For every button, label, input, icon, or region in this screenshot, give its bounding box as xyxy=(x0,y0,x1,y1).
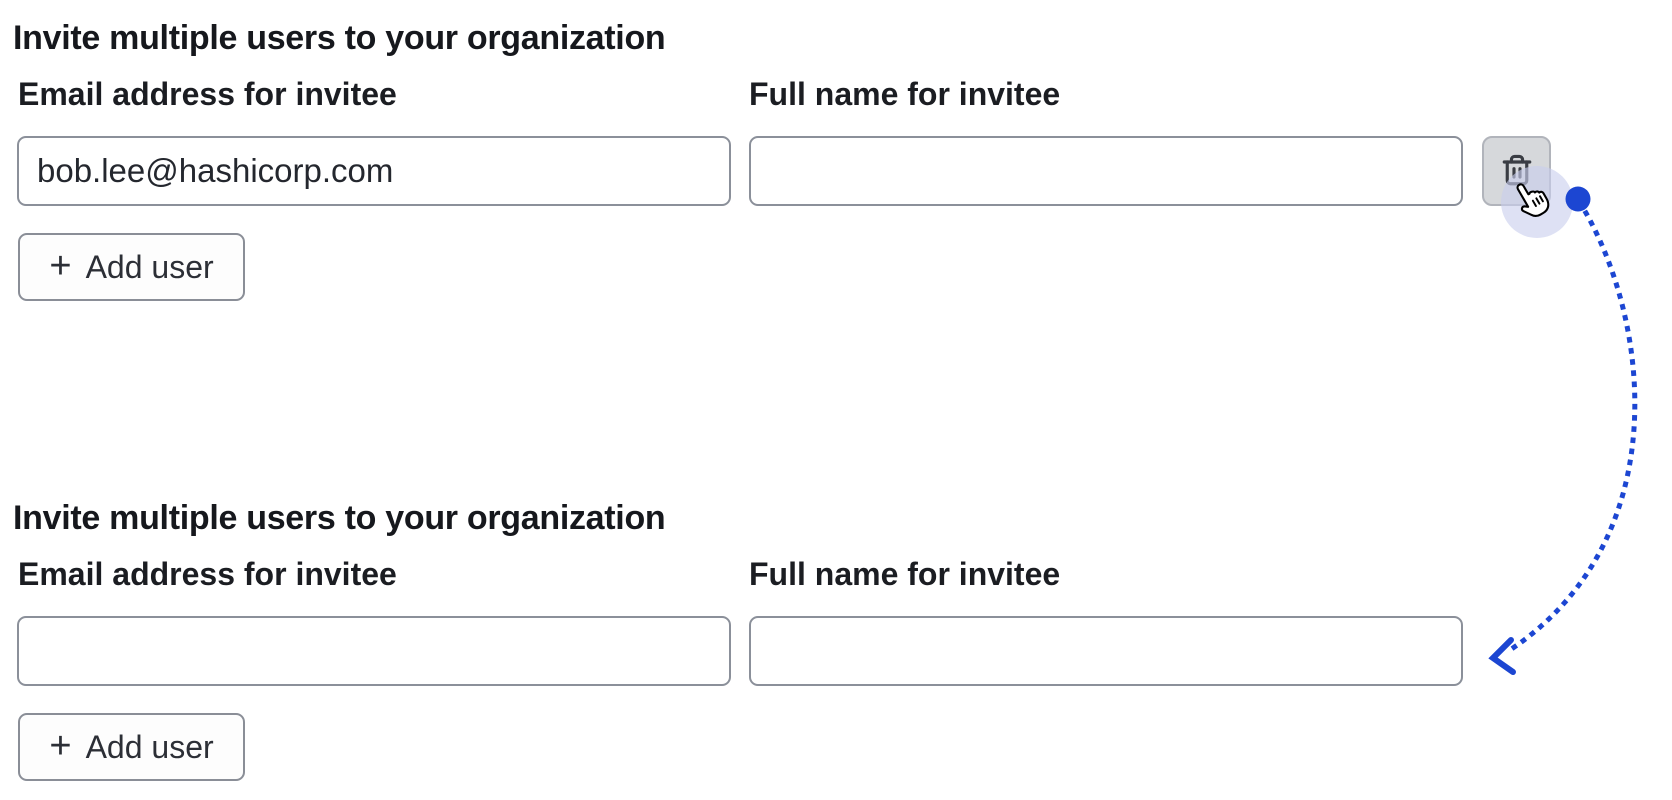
email-label: Email address for invitee xyxy=(18,556,397,592)
plus-icon: + xyxy=(49,244,72,287)
trash-icon xyxy=(1499,152,1535,190)
page-title: Invite multiple users to your organizati… xyxy=(13,19,666,57)
email-field[interactable] xyxy=(17,136,731,206)
add-user-label: Add user xyxy=(85,248,214,285)
email-field[interactable] xyxy=(17,616,731,686)
add-user-button[interactable]: + Add user xyxy=(18,233,245,301)
plus-icon: + xyxy=(49,724,72,767)
invite-form-after: Invite multiple users to your organizati… xyxy=(0,480,1672,800)
page-title: Invite multiple users to your organizati… xyxy=(13,499,666,537)
email-label: Email address for invitee xyxy=(18,76,397,112)
full-name-field[interactable] xyxy=(749,616,1463,686)
full-name-label: Full name for invitee xyxy=(749,76,1061,112)
delete-row-button[interactable] xyxy=(1482,136,1551,206)
full-name-label: Full name for invitee xyxy=(749,556,1061,592)
full-name-field[interactable] xyxy=(749,136,1463,206)
invite-form-before: Invite multiple users to your organizati… xyxy=(0,0,1672,320)
add-user-label: Add user xyxy=(85,728,214,765)
add-user-button[interactable]: + Add user xyxy=(18,713,245,781)
